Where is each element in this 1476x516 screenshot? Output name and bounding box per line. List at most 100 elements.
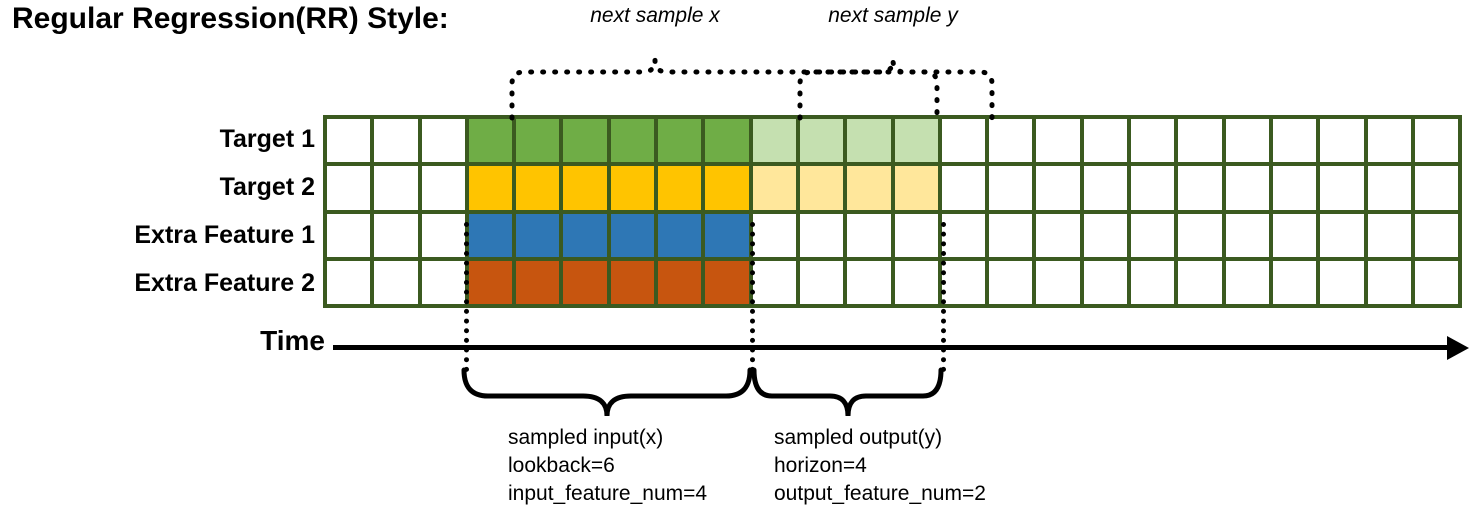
grid-cell-target-1-0	[327, 119, 371, 163]
sampled-input-brace	[461, 367, 753, 417]
grid-cell-extra-feature-2-9	[752, 260, 796, 304]
sampled-output-brace	[751, 367, 944, 417]
timeseries-grid	[323, 115, 1462, 308]
sampled-input-caption: sampled input(x) lookback=6 input_featur…	[508, 424, 707, 508]
sampled-output-caption: sampled output(y) horizon=4 output_featu…	[774, 424, 986, 508]
grid-cell-extra-feature-1-21	[1320, 213, 1364, 257]
grid-cell-target-1-16	[1083, 119, 1128, 163]
grid-cell-extra-feature-2-14	[989, 260, 1033, 304]
grid-cell-extra-feature-2-12	[894, 260, 938, 304]
grid-cell-extra-feature-2-19	[1225, 260, 1269, 304]
grid-cell-target-2-21	[1320, 166, 1364, 210]
top-brace-group	[509, 59, 995, 121]
grid-cell-extra-feature-1-11	[847, 213, 891, 257]
grid-cell-target-2-13	[941, 166, 986, 210]
grid-cell-extra-feature-1-5	[563, 213, 607, 257]
grid-cell-extra-feature-2-23	[1414, 260, 1459, 304]
grid-cell-target-1-6	[610, 119, 655, 163]
grid-cell-target-1-17	[1131, 119, 1175, 163]
next-sample-y-label: next sample y	[828, 4, 958, 27]
grid-cell-target-2-5	[563, 166, 607, 210]
grid-cell-target-2-7	[658, 166, 702, 210]
grid-cell-target-1-23	[1414, 119, 1459, 163]
grid-cell-target-2-14	[989, 166, 1033, 210]
grid-cell-extra-feature-1-15	[1036, 213, 1080, 257]
grid-cell-extra-feature-1-10	[799, 213, 844, 257]
next-sample-y-brace	[797, 59, 995, 121]
next-sample-x-brace	[509, 59, 940, 121]
grid-cell-extra-feature-2-10	[799, 260, 844, 304]
grid-cell-target-2-0	[327, 166, 371, 210]
grid-cell-extra-feature-1-19	[1225, 213, 1269, 257]
grid-cell-target-2-22	[1367, 166, 1411, 210]
grid-cell-extra-feature-2-0	[327, 260, 371, 304]
grid-cell-extra-feature-1-1	[374, 213, 418, 257]
grid-cell-target-1-8	[705, 119, 749, 163]
grid-cell-extra-feature-1-16	[1083, 213, 1128, 257]
grid-cell-extra-feature-1-22	[1367, 213, 1411, 257]
grid-cell-extra-feature-1-2	[421, 213, 465, 257]
grid-cell-target-2-11	[847, 166, 891, 210]
grid-cell-target-2-19	[1225, 166, 1269, 210]
page-title: Regular Regression(RR) Style:	[12, 2, 449, 35]
grid-cell-target-2-8	[705, 166, 749, 210]
grid-row-extra-feature-1	[327, 213, 1459, 257]
grid-cell-target-1-11	[847, 119, 891, 163]
grid-cell-extra-feature-2-22	[1367, 260, 1411, 304]
grid-cell-extra-feature-2-13	[941, 260, 986, 304]
grid-cell-extra-feature-1-18	[1178, 213, 1222, 257]
grid-cell-target-2-3	[468, 166, 513, 210]
grid-cell-target-1-22	[1367, 119, 1411, 163]
grid-cell-extra-feature-2-6	[610, 260, 655, 304]
grid-cell-target-1-1	[374, 119, 418, 163]
grid-cell-target-1-9	[752, 119, 796, 163]
grid-cell-target-2-16	[1083, 166, 1128, 210]
grid-row-target-1	[327, 119, 1459, 163]
guide-line-lookback-end	[750, 222, 755, 372]
time-axis-line	[333, 345, 1453, 350]
grid-cell-extra-feature-2-1	[374, 260, 418, 304]
grid-row-extra-feature-2	[327, 260, 1459, 304]
sampled-output-horizon: horizon=4	[774, 453, 867, 477]
next-sample-x-label: next sample x	[590, 4, 720, 27]
grid-cell-target-2-12	[894, 166, 938, 210]
grid-cell-target-2-9	[752, 166, 796, 210]
time-axis-label: Time	[260, 325, 325, 356]
row-label-extra-feature-2: Extra Feature 2	[134, 269, 315, 297]
row-label-extra-feature-1: Extra Feature 1	[134, 221, 315, 249]
grid-cell-extra-feature-2-2	[421, 260, 465, 304]
grid-cell-extra-feature-2-16	[1083, 260, 1128, 304]
grid-cell-extra-feature-1-0	[327, 213, 371, 257]
time-axis-arrow-icon	[1447, 336, 1469, 360]
grid-cell-extra-feature-2-17	[1131, 260, 1175, 304]
grid-row-target-2	[327, 166, 1459, 210]
sampled-input-feature-num: input_feature_num=4	[508, 481, 708, 505]
grid-cell-extra-feature-2-15	[1036, 260, 1080, 304]
grid-cell-extra-feature-1-17	[1131, 213, 1175, 257]
grid-cell-extra-feature-2-4	[516, 260, 560, 304]
guide-line-lookback-start	[464, 222, 469, 372]
grid-cell-target-2-15	[1036, 166, 1080, 210]
grid-cell-extra-feature-1-13	[941, 213, 986, 257]
grid-cell-extra-feature-2-21	[1320, 260, 1364, 304]
grid-cell-target-2-2	[421, 166, 465, 210]
sampled-output-title: sampled output(y)	[774, 426, 943, 449]
grid-cell-extra-feature-2-8	[705, 260, 749, 304]
grid-cell-target-1-21	[1320, 119, 1364, 163]
grid-cell-target-2-4	[516, 166, 560, 210]
grid-cell-extra-feature-2-7	[658, 260, 702, 304]
grid-cell-target-2-17	[1131, 166, 1175, 210]
grid-cell-target-2-10	[799, 166, 844, 210]
grid-cell-extra-feature-1-12	[894, 213, 938, 257]
grid-cell-extra-feature-1-9	[752, 213, 796, 257]
grid-cell-target-1-18	[1178, 119, 1222, 163]
grid-cell-extra-feature-1-4	[516, 213, 560, 257]
grid-cell-target-1-15	[1036, 119, 1080, 163]
bottom-brace-group	[461, 367, 944, 417]
grid-cell-extra-feature-1-23	[1414, 213, 1459, 257]
row-label-target-1: Target 1	[219, 125, 315, 153]
grid-cell-target-1-14	[989, 119, 1033, 163]
sampled-input-lookback: lookback=6	[508, 453, 615, 477]
grid-cell-target-2-18	[1178, 166, 1222, 210]
